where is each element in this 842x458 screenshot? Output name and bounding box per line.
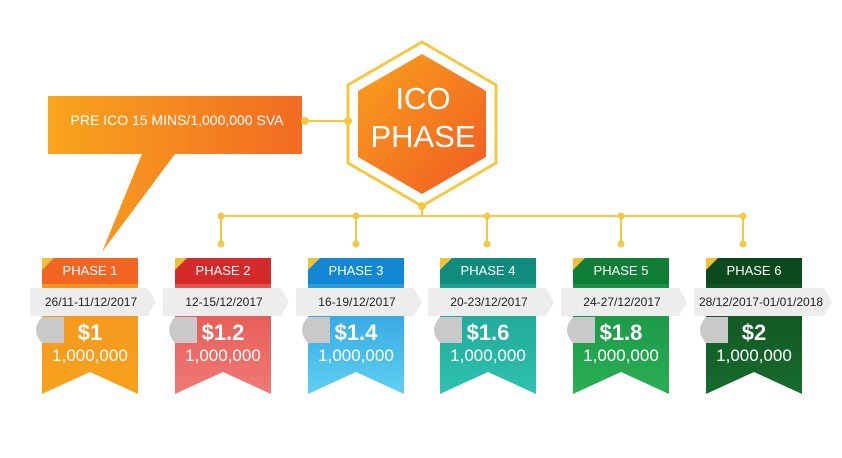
center-title-line2: PHASE: [370, 119, 476, 154]
center-title: ICO PHASE: [348, 80, 498, 156]
callout-connector-dot: [301, 117, 309, 125]
phase-header-bar: [42, 258, 138, 284]
phase-price: $1.6: [466, 320, 510, 345]
phase-connector-dot: [352, 212, 360, 220]
phase-card-2: [163, 258, 289, 394]
phase-cards: [30, 258, 832, 394]
phase-card-1: [30, 258, 156, 394]
phase-amount: 1,000,000: [716, 346, 792, 365]
date-tab: [428, 288, 554, 316]
phase-header-bar: [440, 258, 536, 284]
phase-connector-dot: [483, 240, 491, 248]
phase-amount: 1,000,000: [450, 346, 526, 365]
phase-price: $2: [741, 320, 767, 345]
phase-connector-dot: [617, 212, 625, 220]
phase-connector-dot: [217, 240, 225, 248]
phase-amount: 1,000,000: [185, 346, 261, 365]
date-tab-shadow: [434, 317, 462, 343]
phase-dates: 16-19/12/2017: [318, 295, 396, 309]
phase-corner-fold: [440, 258, 452, 270]
phase-label: PHASE 1: [62, 263, 118, 278]
phase-label: PHASE 4: [460, 263, 516, 278]
phase-dates: 28/12/2017-01/01/2018: [698, 295, 824, 309]
phase-connector-dot: [739, 212, 747, 220]
phase-header-bar: [175, 258, 271, 284]
phase-corner-fold: [175, 258, 187, 270]
phase-label: PHASE 3: [328, 263, 384, 278]
date-tab: [694, 288, 832, 316]
date-tab: [163, 288, 289, 316]
phase-dates: 20-23/12/2017: [450, 295, 528, 309]
connector-lines: [217, 120, 747, 248]
phase-corner-fold: [308, 258, 320, 270]
phase-corner-fold: [42, 258, 54, 270]
phase-card-4: [428, 258, 554, 394]
phase-header-bar: [573, 258, 669, 284]
phase-amount: 1,000,000: [52, 346, 128, 365]
date-tab-shadow: [700, 317, 728, 343]
date-tab-shadow: [567, 317, 595, 343]
phase-header-bar: [706, 258, 802, 284]
phase-card-6: [694, 258, 832, 394]
callout-text: PRE ICO 15 MINS/1,000,000 SVA: [70, 112, 284, 128]
center-title-line1: ICO: [395, 81, 451, 116]
phase-connector-dot: [739, 240, 747, 248]
phase-connector-dot: [483, 212, 491, 220]
phase-corner-fold: [706, 258, 718, 270]
date-tab: [561, 288, 687, 316]
date-tab: [30, 288, 156, 316]
date-tab: [296, 288, 422, 316]
date-tab-shadow: [169, 317, 197, 343]
phase-price: $1: [77, 320, 103, 345]
phase-price: $1.2: [201, 320, 245, 345]
hexagon-connector-dot: [418, 202, 426, 210]
phase-amount: 1,000,000: [318, 346, 394, 365]
phase-connector-dot: [617, 240, 625, 248]
phase-connector-dot: [217, 212, 225, 220]
phase-dates: 26/11-11/12/2017: [44, 295, 138, 309]
pre-ico-callout: [48, 96, 302, 252]
phase-amount: 1,000,000: [583, 346, 659, 365]
phase-connector-dot: [352, 240, 360, 248]
phase-dates: 12-15/12/2017: [185, 295, 263, 309]
ico-phase-hexagon: [346, 40, 498, 208]
phase-label: PHASE 2: [195, 263, 251, 278]
date-tab-shadow: [36, 317, 64, 343]
phase-card-5: [561, 258, 687, 394]
phase-card-3: [296, 258, 422, 394]
phase-price: $1.4: [334, 320, 378, 345]
date-tab-shadow: [302, 317, 330, 343]
phase-label: PHASE 5: [593, 263, 649, 278]
phase-price: $1.8: [599, 320, 643, 345]
hexagon-left-dot: [344, 117, 352, 125]
phase-corner-fold: [573, 258, 585, 270]
phase-label: PHASE 6: [726, 263, 782, 278]
phase-dates: 24-27/12/2017: [583, 295, 661, 309]
phase-header-bar: [308, 258, 404, 284]
